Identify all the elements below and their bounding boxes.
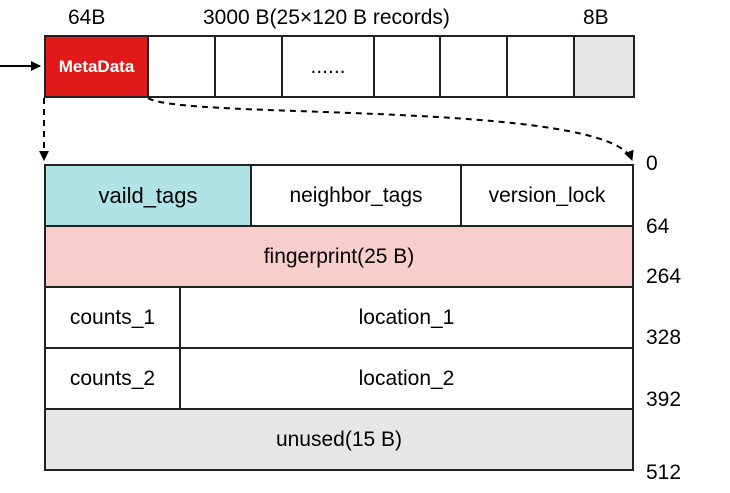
dashed-arrow-right xyxy=(147,97,634,161)
offset-label: 0 xyxy=(646,152,658,175)
counts-1-label: counts_1 xyxy=(69,305,156,329)
record-slot xyxy=(373,35,441,98)
location-1-label: location_1 xyxy=(358,305,455,329)
fingerprint-cell: fingerprint(25 B) xyxy=(44,225,634,288)
records-size-label: 3000 B(25×120 B records) xyxy=(203,6,450,29)
offset-label: 328 xyxy=(646,326,682,349)
record-slot-ellipsis: ...... xyxy=(281,35,375,98)
record-slot xyxy=(147,35,216,98)
metadata-size-label: 64B xyxy=(68,6,106,29)
location-2-label: location_2 xyxy=(358,366,455,390)
neighbor-tags-label: neighbor_tags xyxy=(289,183,423,207)
offset-label: 64 xyxy=(646,215,670,238)
metadata-slot: MetaData xyxy=(44,35,149,98)
fingerprint-label: fingerprint(25 B) xyxy=(263,244,415,268)
vaild-tags-label: vaild_tags xyxy=(98,182,198,208)
tail-slot xyxy=(573,35,635,98)
unused-cell: unused(15 B) xyxy=(44,408,634,471)
offset-label: 392 xyxy=(646,388,682,411)
unused-label: unused(15 B) xyxy=(275,427,403,451)
tail-size-label: 8B xyxy=(583,6,609,29)
record-slot xyxy=(439,35,508,98)
ellipsis-text: ...... xyxy=(310,54,346,78)
vaild-tags-cell: vaild_tags xyxy=(44,164,252,227)
metadata-slot-label: MetaData xyxy=(58,56,135,76)
counts-2-label: counts_2 xyxy=(69,366,156,390)
offset-label: 512 xyxy=(646,461,682,484)
record-slot xyxy=(214,35,283,98)
offset-label: 264 xyxy=(646,265,682,288)
version-lock-cell: version_lock xyxy=(460,164,634,227)
location-1-cell: location_1 xyxy=(179,286,634,349)
location-2-cell: location_2 xyxy=(179,347,634,410)
record-slot xyxy=(506,35,575,98)
counts-1-cell: counts_1 xyxy=(44,286,181,349)
counts-2-cell: counts_2 xyxy=(44,347,181,410)
neighbor-tags-cell: neighbor_tags xyxy=(250,164,462,227)
version-lock-label: version_lock xyxy=(488,183,606,207)
